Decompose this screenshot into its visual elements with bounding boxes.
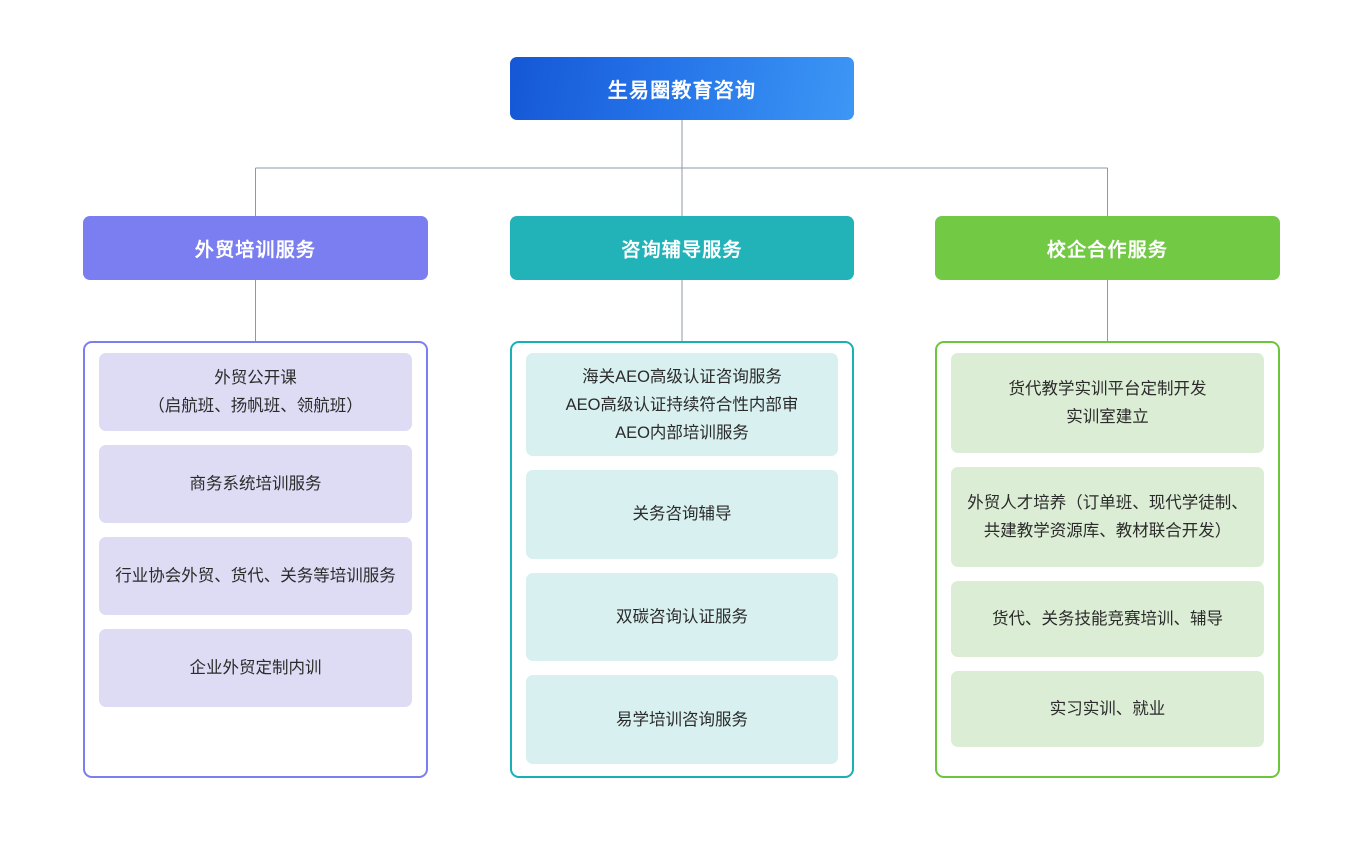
- item-card[interactable]: 外贸人才培养（订单班、现代学徒制、共建教学资源库、教材联合开发）: [951, 467, 1264, 567]
- item-card[interactable]: 实习实训、就业: [951, 671, 1264, 747]
- item-label: 商务系统培训服务: [189, 475, 322, 493]
- item-card[interactable]: 行业协会外贸、货代、关务等培训服务: [99, 537, 412, 615]
- branch-panel-consulting: 海关AEO高级认证咨询服务 AEO高级认证持续符合性内部审 AEO内部培训服务 …: [510, 341, 854, 778]
- branch-header-consulting[interactable]: 咨询辅导服务: [510, 216, 854, 280]
- branch-header-training[interactable]: 外贸培训服务: [83, 216, 428, 280]
- item-label: 外贸公开课 （启航班、扬帆班、领航班）: [148, 369, 363, 415]
- item-label: 关务咨询辅导: [632, 505, 732, 524]
- item-label: 行业协会外贸、货代、关务等培训服务: [115, 567, 396, 585]
- item-label: 双碳咨询认证服务: [616, 608, 748, 626]
- item-label: 货代教学实训平台定制开发 实训室建立: [1008, 380, 1207, 426]
- item-card[interactable]: 海关AEO高级认证咨询服务 AEO高级认证持续符合性内部审 AEO内部培训服务: [526, 353, 838, 456]
- root-node[interactable]: 生易圈教育咨询: [510, 57, 854, 120]
- item-label: 海关AEO高级认证咨询服务 AEO高级认证持续符合性内部审 AEO内部培训服务: [565, 367, 799, 442]
- item-card[interactable]: 双碳咨询认证服务: [526, 572, 838, 662]
- branch-cooperation: 校企合作服务 货代教学实训平台定制开发 实训室建立 外贸人才培养（订单班、现代学…: [935, 216, 1280, 778]
- item-card[interactable]: 关务咨询辅导: [526, 470, 838, 559]
- item-card[interactable]: 企业外贸定制内训: [99, 629, 412, 707]
- item-label: 实习实训、就业: [1049, 700, 1166, 718]
- branch-training: 外贸培训服务 外贸公开课 （启航班、扬帆班、领航班） 商务系统培训服务 行业协会…: [83, 216, 428, 778]
- item-card[interactable]: 易学培训咨询服务: [526, 675, 838, 765]
- branch-header-label-cooperation: 校企合作服务: [1046, 239, 1169, 261]
- item-label: 货代、关务技能竞赛培训、辅导: [992, 610, 1223, 628]
- branch-panel-training: 外贸公开课 （启航班、扬帆班、领航班） 商务系统培训服务 行业协会外贸、货代、关…: [83, 341, 428, 778]
- root-node-label: 生易圈教育咨询: [607, 80, 757, 102]
- item-label: 易学培训咨询服务: [616, 710, 748, 729]
- branch-header-label-training: 外贸培训服务: [194, 239, 317, 261]
- item-label: 外贸人才培养（订单班、现代学徒制、共建教学资源库、教材联合开发）: [967, 494, 1248, 540]
- branch-header-label-consulting: 咨询辅导服务: [621, 239, 743, 261]
- item-label: 企业外贸定制内训: [189, 659, 322, 677]
- item-card[interactable]: 货代教学实训平台定制开发 实训室建立: [951, 353, 1264, 453]
- item-card[interactable]: 外贸公开课 （启航班、扬帆班、领航班）: [99, 353, 412, 431]
- item-card[interactable]: 商务系统培训服务: [99, 445, 412, 523]
- branch-header-cooperation[interactable]: 校企合作服务: [935, 216, 1280, 280]
- branch-consulting: 咨询辅导服务 海关AEO高级认证咨询服务 AEO高级认证持续符合性内部审 AEO…: [510, 216, 854, 778]
- item-card[interactable]: 货代、关务技能竞赛培训、辅导: [951, 581, 1264, 657]
- branch-panel-cooperation: 货代教学实训平台定制开发 实训室建立 外贸人才培养（订单班、现代学徒制、共建教学…: [935, 341, 1280, 778]
